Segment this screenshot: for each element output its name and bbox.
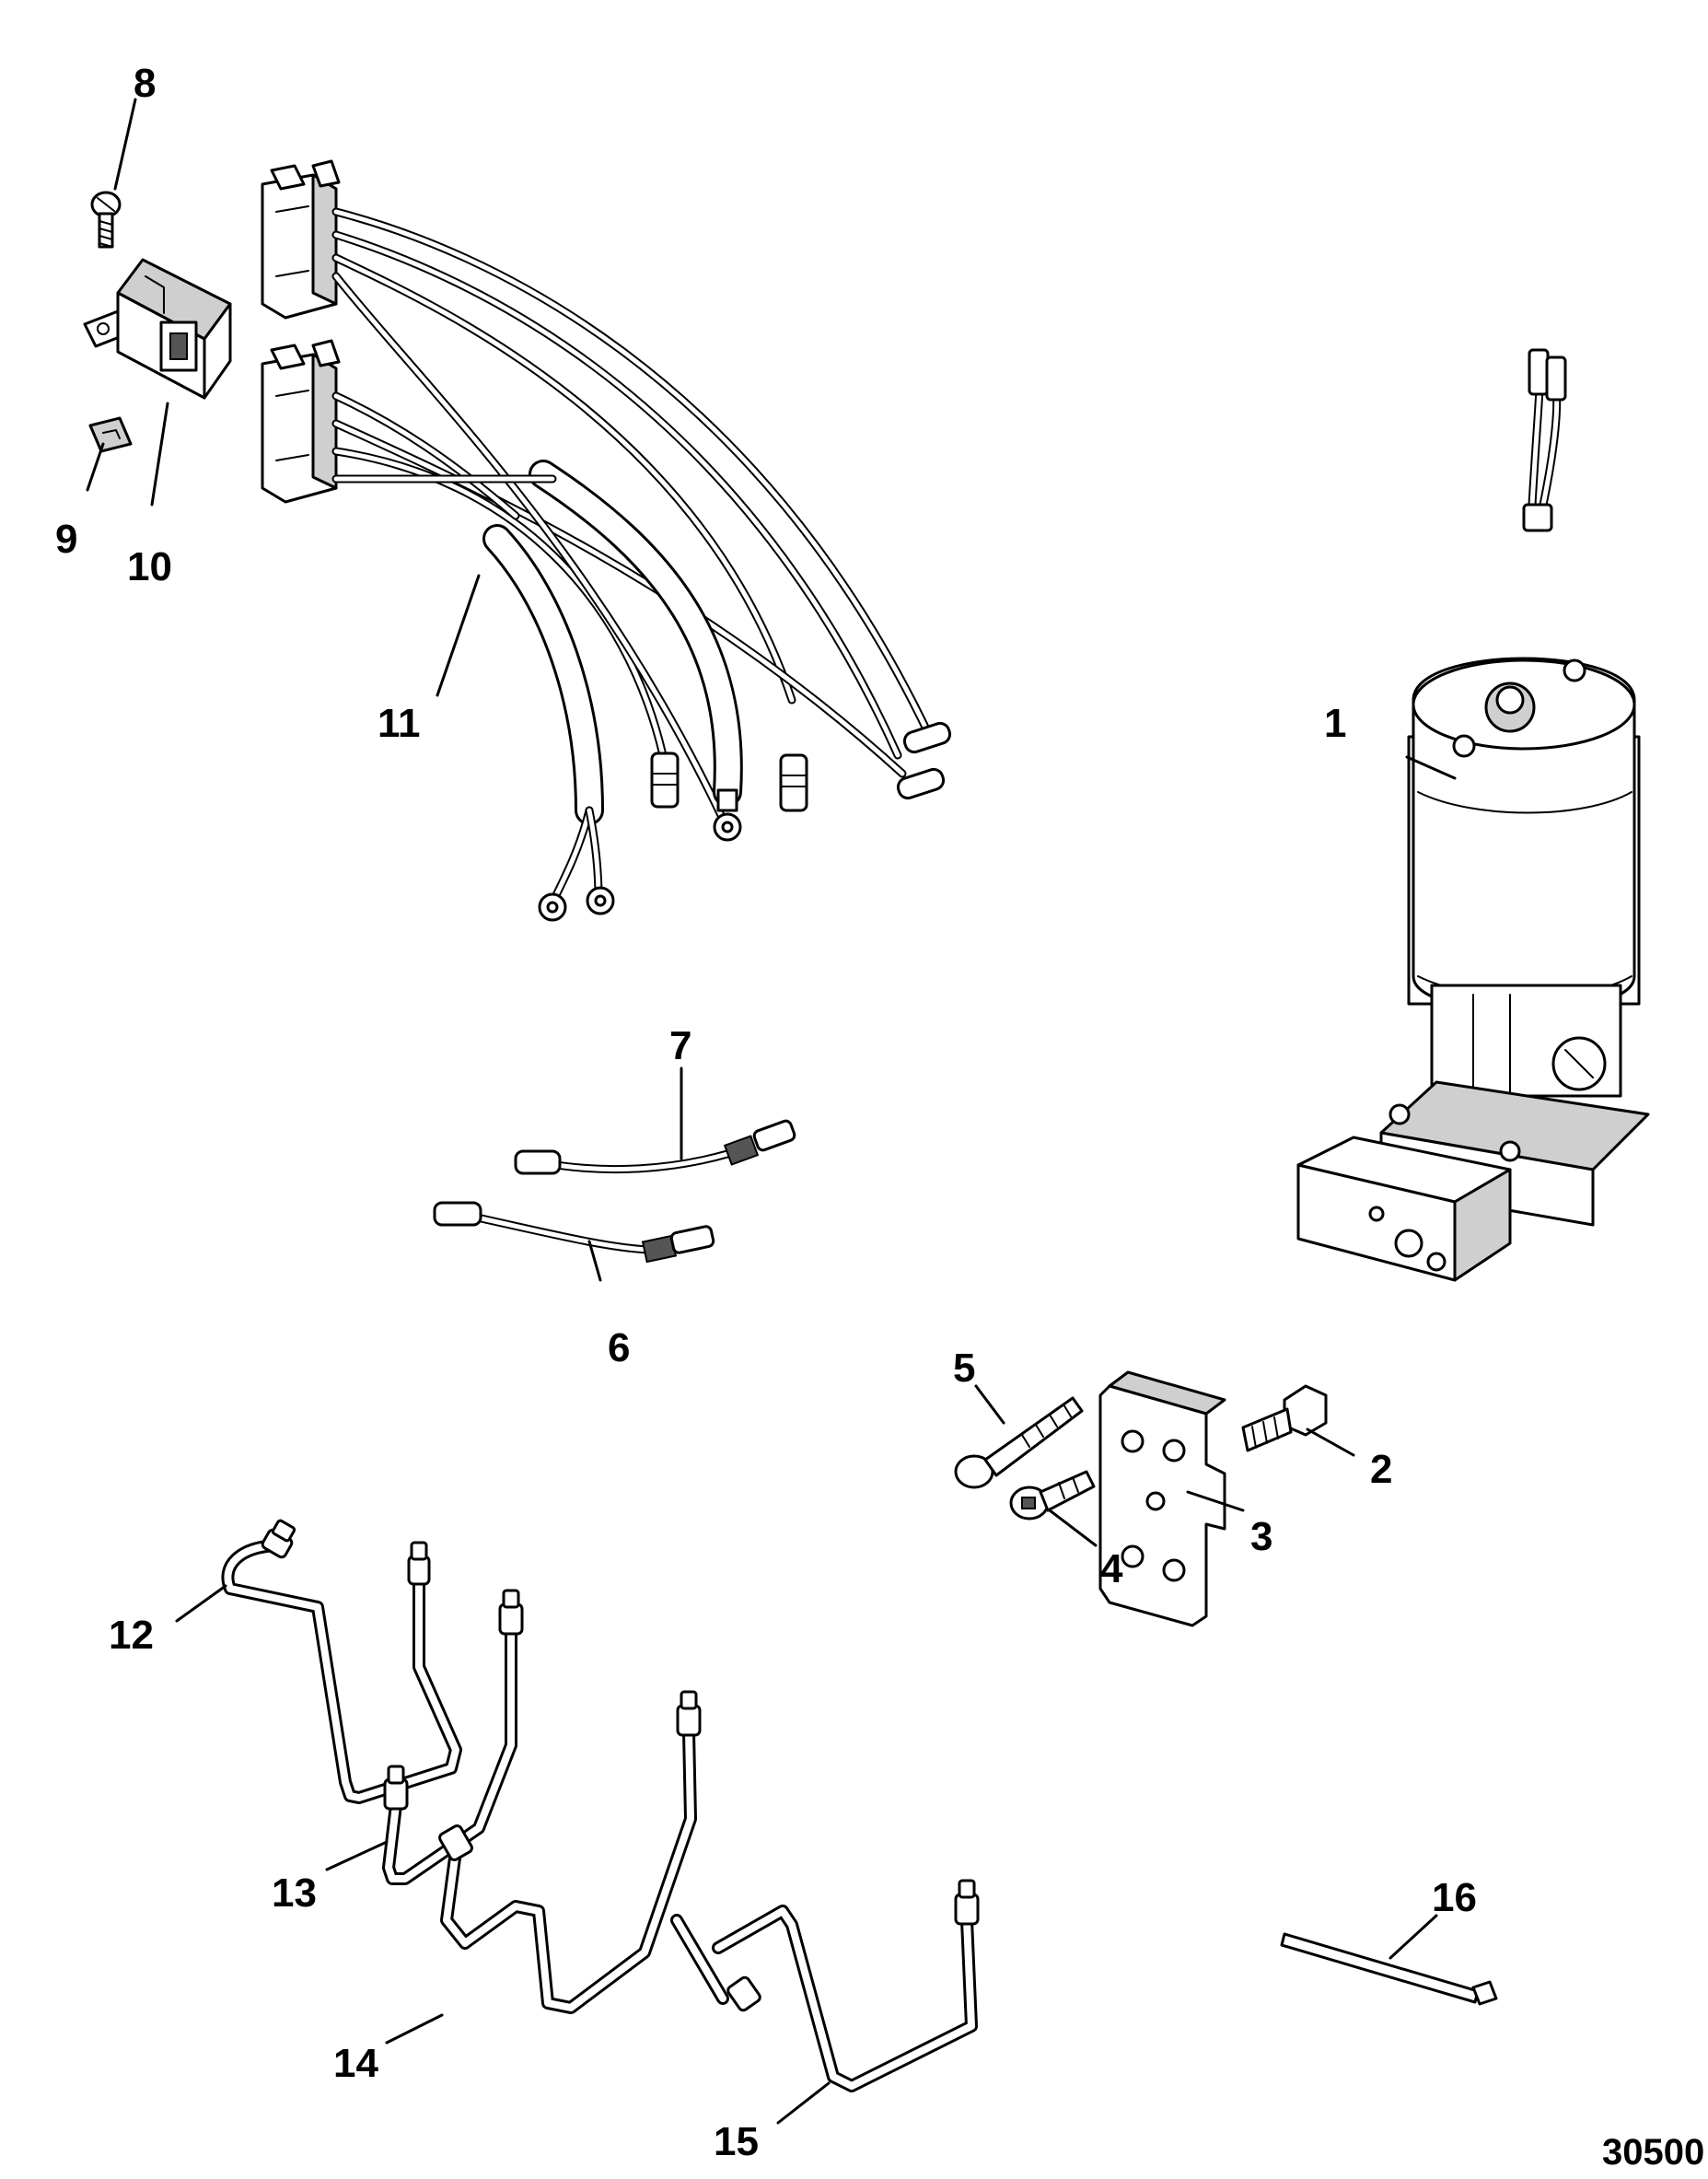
label-12: 12 — [109, 1613, 154, 1658]
figure-reference-number: 30500 — [1602, 2132, 1704, 2173]
label-3: 3 — [1250, 1514, 1272, 1559]
leader-lines — [86, 98, 1457, 2125]
jumper-wire-part-6 — [433, 1201, 715, 1264]
jumper-wire-part-7 — [514, 1119, 796, 1175]
label-14: 14 — [333, 2041, 378, 2086]
label-8: 8 — [134, 61, 156, 106]
tube-part-14 — [438, 1690, 702, 2014]
short-bolt-part-4 — [1009, 1470, 1096, 1521]
label-1: 1 — [1324, 701, 1346, 746]
cable-tie-part-16 — [1280, 1932, 1498, 2006]
label-5: 5 — [953, 1346, 975, 1391]
label-4: 4 — [1100, 1546, 1123, 1591]
harness-sleeves — [331, 391, 743, 907]
label-13: 13 — [272, 1870, 317, 1916]
harness-connector-lower — [261, 339, 341, 504]
tube-part-13 — [382, 1589, 524, 1885]
tube-part-12 — [221, 1519, 462, 1804]
label-9: 9 — [55, 517, 77, 562]
label-16: 16 — [1432, 1875, 1477, 1920]
part-labels: 1 2 3 4 5 6 7 8 9 10 11 12 13 14 15 16 — [55, 61, 1477, 2164]
clip-part-9 — [88, 416, 133, 453]
harness-terminals — [538, 721, 952, 922]
label-15: 15 — [714, 2119, 759, 2164]
label-10: 10 — [127, 544, 172, 589]
screw-part-8 — [90, 191, 122, 249]
harness-wires — [331, 207, 935, 833]
label-2: 2 — [1370, 1447, 1392, 1492]
bolt-part-2 — [1241, 1384, 1328, 1452]
harness-connector-upper — [261, 159, 341, 320]
tube-part-15 — [670, 1879, 980, 2092]
label-7: 7 — [669, 1023, 691, 1068]
plate-part-3 — [1098, 1370, 1226, 1627]
pump-motor-part-1 — [1296, 348, 1650, 1282]
label-11: 11 — [378, 701, 421, 746]
long-bolt-part-5 — [954, 1396, 1084, 1489]
label-6: 6 — [608, 1325, 630, 1370]
relay-part-10 — [83, 258, 232, 400]
